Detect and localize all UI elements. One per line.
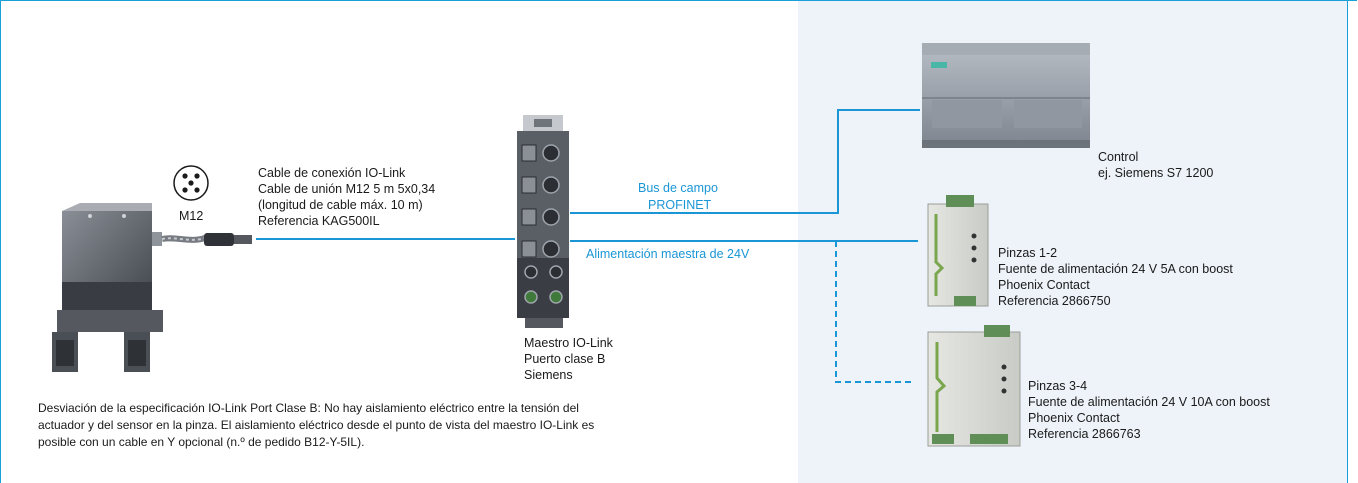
psu2-label: Pinzas 3-4 Fuente de alimentación 24 V 1…	[1028, 378, 1270, 442]
psu1-label-line: Fuente de alimentación 24 V 5A con boost	[998, 262, 1233, 276]
master-label: Maestro IO-Link Puerto clase B Siemens	[524, 335, 613, 383]
psu1-label-line: Referencia 2866750	[998, 294, 1111, 308]
psu2-dashed-line	[835, 241, 914, 383]
right-border	[1347, 1, 1348, 483]
m12-label: M12	[179, 209, 204, 223]
psu2-label-line: Phoenix Contact	[1028, 411, 1120, 425]
master-label-line: Maestro IO-Link	[524, 336, 613, 350]
psu1-label-line: Pinzas 1-2	[998, 246, 1058, 260]
control-label: Control ej. Siemens S7 1200	[1098, 149, 1213, 181]
psu2-label-line: Pinzas 3-4	[1028, 379, 1088, 393]
psu1-label: Pinzas 1-2 Fuente de alimentación 24 V 5…	[998, 245, 1233, 309]
power-supply-5a-icon	[927, 195, 989, 307]
note-line: posible con un cable en Y opcional (n.º …	[38, 435, 365, 449]
fieldbus-label-line2: PROFINET	[648, 198, 712, 212]
cable-label-line: Cable de unión M12 5 m 5x0,34	[258, 182, 436, 196]
psu1-label-line: Phoenix Contact	[998, 278, 1090, 292]
gripper-icon	[52, 203, 163, 372]
master-label-line: Siemens	[524, 368, 573, 382]
cable-label: Cable de conexión IO-Link Cable de unión…	[258, 165, 435, 229]
m12-connector-icon	[173, 165, 209, 201]
psu2-label-line: Referencia 2866763	[1028, 427, 1141, 441]
power-supply-10a-icon	[927, 325, 1021, 447]
master-label-line: Puerto clase B	[524, 352, 606, 366]
cable-label-line: (longitud de cable máx. 10 m)	[258, 198, 423, 212]
plc-siemens-icon	[922, 43, 1090, 148]
m12-cable-icon	[161, 233, 252, 246]
fieldbus-label-line1: Bus de campo	[638, 181, 718, 195]
note-line: Desviación de la especificación IO-Link …	[38, 401, 579, 415]
master-power-label: Alimentación maestra de 24V	[586, 247, 750, 261]
note-line: actuador y del sensor en la pinza. El ai…	[38, 418, 595, 432]
cable-label-line: Cable de conexión IO-Link	[258, 166, 406, 180]
cable-label-line: Referencia KAG500IL	[258, 214, 380, 228]
specification-note: Desviación de la especificación IO-Link …	[38, 400, 768, 451]
profinet-line	[570, 109, 920, 214]
psu2-label-line: Fuente de alimentación 24 V 10A con boos…	[1028, 395, 1270, 409]
control-label-line: Control	[1098, 150, 1139, 164]
control-label-line: ej. Siemens S7 1200	[1098, 166, 1214, 180]
io-link-master-icon	[517, 115, 569, 328]
